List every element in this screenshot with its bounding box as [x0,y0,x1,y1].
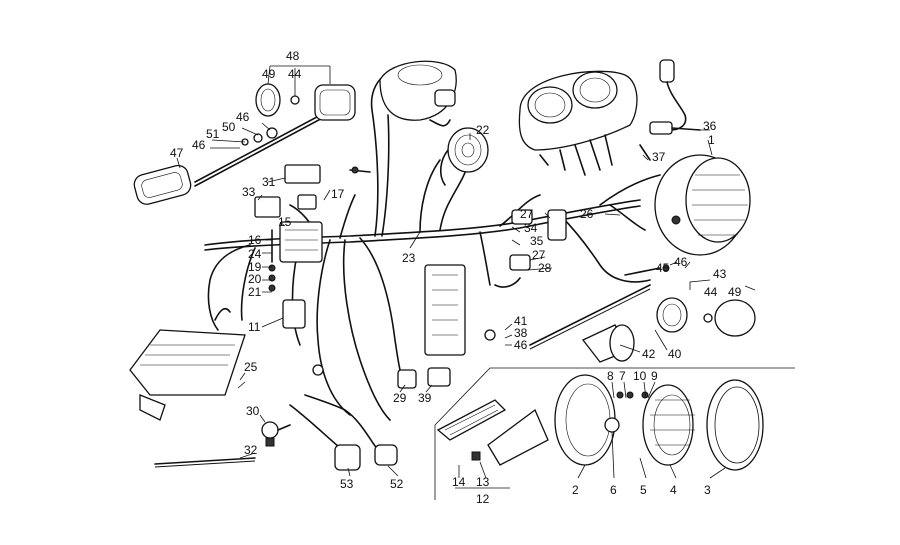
callout-15: 15 [278,215,292,229]
main-harness [204,74,661,453]
callout-31: 31 [262,175,276,189]
callout-17: 17 [331,187,345,201]
callout-30: 30 [246,404,260,418]
callout-36: 36 [703,119,717,133]
callout-34: 34 [524,221,538,235]
ignition-switch [261,421,291,447]
rubber-covers [334,444,398,471]
leader-lines [176,65,756,489]
callout-3: 3 [704,483,711,497]
callout-47: 47 [170,146,184,160]
rear-lamp-assembly [133,83,356,205]
callout-25: 25 [244,360,258,374]
callout-21: 21 [248,285,262,299]
callout-16: 16 [248,233,262,247]
battery-tray [129,308,246,421]
callout-2: 2 [572,483,579,497]
callout-27: 27 [520,207,534,221]
callout-35: 35 [530,234,544,248]
callout-45: 45 [656,261,670,275]
callout-37: 37 [652,150,666,164]
callout-29: 29 [393,391,407,405]
bulb-connector [639,59,701,161]
callout-32: 32 [244,443,258,457]
callout-49: 49 [262,67,276,81]
callout-5: 5 [640,483,647,497]
callout-labels: 48 49 44 46 50 51 46 47 22 36 1 37 31 17… [170,49,742,506]
callout-24: 24 [248,247,262,261]
callout-46: 46 [514,338,528,352]
callout-49: 49 [728,285,742,299]
callout-42: 42 [642,347,656,361]
callout-48: 48 [286,49,300,63]
callout-13: 13 [476,475,490,489]
callout-44: 44 [704,285,718,299]
callout-43: 43 [713,267,727,281]
horn [439,127,489,186]
regulator-group [254,164,371,329]
callout-10: 10 [633,369,647,383]
cable-tie [154,457,256,468]
callout-38: 38 [514,326,528,340]
callout-46: 46 [674,255,688,269]
headlamp [654,154,751,256]
callout-27: 27 [532,248,546,262]
turn-signals [529,264,756,363]
callout-46: 46 [236,110,250,124]
callout-9: 9 [651,369,658,383]
callout-23: 23 [402,251,416,265]
callout-19: 19 [248,260,262,274]
callout-4: 4 [670,483,677,497]
callout-6: 6 [610,483,617,497]
speedometer-housing [379,60,457,127]
headlamp-exploded-inset [434,367,795,500]
fuse-block [424,209,567,356]
callout-51: 51 [206,127,220,141]
callout-28: 28 [538,261,552,275]
callout-52: 52 [390,477,404,491]
callout-40: 40 [668,347,682,361]
instrument-cluster [518,70,638,176]
callout-8: 8 [607,369,614,383]
callout-14: 14 [452,475,466,489]
callout-33: 33 [242,185,256,199]
callout-12: 12 [476,492,490,506]
callout-11: 11 [248,320,261,334]
callout-20: 20 [248,272,262,286]
callout-50: 50 [222,120,236,134]
callout-46: 46 [192,138,206,152]
callout-41: 41 [514,314,528,328]
callout-26: 26 [580,207,594,221]
callout-1: 1 [708,133,715,147]
callout-53: 53 [340,477,354,491]
relays [312,329,496,389]
callout-44: 44 [288,67,302,81]
callout-39: 39 [418,391,432,405]
callout-22: 22 [476,123,490,137]
callout-7: 7 [619,369,626,383]
